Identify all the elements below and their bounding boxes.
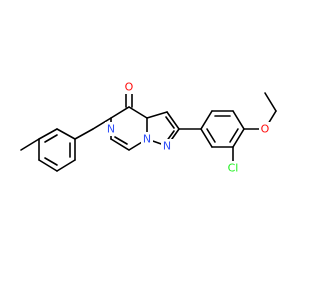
atom-label: N: [107, 123, 115, 136]
atom-label: N: [163, 140, 171, 153]
tolyl-ring: [38, 128, 76, 172]
molecule-structure: O N N N O Cl: [20, 80, 277, 175]
atom-pyrazole-nitrogen: N: [161, 139, 173, 153]
atom-amide-nitrogen: N: [105, 122, 117, 136]
atom-label: O: [261, 123, 270, 136]
atom-label: O: [125, 81, 134, 94]
atom-carbonyl-oxygen: O: [123, 80, 135, 94]
atom-bridgehead-nitrogen: N: [141, 132, 153, 146]
bond-ch2-ch3: [264, 92, 277, 112]
bond-ring-ch2: [74, 128, 94, 140]
atom-label: Cl: [228, 162, 239, 175]
bond-ch2-n: [92, 117, 112, 130]
atom-ether-oxygen: O: [259, 122, 271, 136]
molecule-canvas: O N N N O Cl: [20, 80, 277, 175]
atom-label: N: [143, 133, 151, 146]
atom-chlorine: Cl: [224, 161, 242, 175]
bond-methyl: [20, 138, 40, 151]
chloroethoxyphenyl-ring: [200, 110, 245, 148]
